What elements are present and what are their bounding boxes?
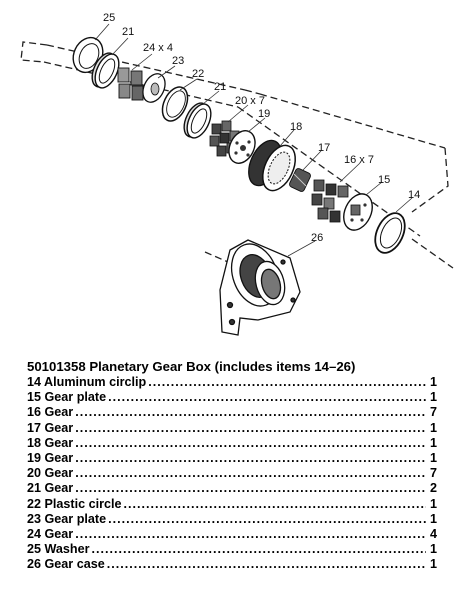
part-label: 21 Gear xyxy=(27,481,74,496)
part-17-gear xyxy=(289,168,311,192)
leader-lines xyxy=(94,23,413,257)
leader-dots xyxy=(148,375,426,390)
part-label: 26 Gear case xyxy=(27,557,105,572)
part-qty: 1 xyxy=(429,390,437,405)
leader-dots xyxy=(107,557,426,572)
part-label: 19 Gear xyxy=(27,451,74,466)
part-16-gears xyxy=(311,179,349,223)
callout-21: 21 xyxy=(122,26,134,38)
part-row: 22 Plastic circle 1 xyxy=(27,497,437,512)
part-label: 16 Gear xyxy=(27,405,74,420)
part-26-gear-case xyxy=(219,239,301,336)
part-qty: 1 xyxy=(429,557,437,572)
part-label: 17 Gear xyxy=(27,420,74,435)
callout-26: 26 xyxy=(311,232,323,244)
callout-25: 25 xyxy=(103,12,115,24)
callout-22: 22 xyxy=(192,68,204,80)
leader-dots xyxy=(92,542,426,557)
exploded-parts-diagram: 25 21 24 x 4 23 22 21 20 x 7 19 18 17 16… xyxy=(20,12,454,336)
leader-dots xyxy=(75,436,426,451)
part-label: 22 Plastic circle xyxy=(27,496,122,511)
leader-dots xyxy=(108,512,426,527)
callout-18: 18 xyxy=(290,121,302,133)
parts-list-rows: 14 Aluminum circlip 1 15 Gear plate 1 16 G… xyxy=(27,375,437,573)
part-19-gear xyxy=(228,130,256,164)
parts-list: 50101358 Planetary Gear Box (includes it… xyxy=(27,359,437,573)
callout-23: 23 xyxy=(172,55,184,67)
part-23-gear-plate xyxy=(142,73,166,103)
part-row: 16 Gear 7 xyxy=(27,405,437,420)
leader-dots xyxy=(75,481,426,496)
part-24-gears xyxy=(117,67,144,101)
part-row: 17 Gear 1 xyxy=(27,421,437,436)
part-qty: 4 xyxy=(429,527,437,542)
part-qty: 7 xyxy=(429,466,437,481)
part-14-aluminum-circlip xyxy=(374,212,406,254)
leader-dots xyxy=(75,451,426,466)
callout-24: 24 x 4 xyxy=(143,42,173,54)
part-label: 23 Gear plate xyxy=(27,511,107,526)
part-row: 21 Gear 2 xyxy=(27,481,437,496)
callout-21-second: 21 xyxy=(214,81,226,93)
leader-dots xyxy=(75,405,426,420)
part-row: 26 Gear case 1 xyxy=(27,557,437,572)
callout-14: 14 xyxy=(408,189,420,201)
part-21-gear-ring xyxy=(91,52,120,89)
leader-dots xyxy=(124,497,426,512)
part-label: 15 Gear plate xyxy=(27,390,107,405)
callout-15: 15 xyxy=(378,174,390,186)
part-21-gear-ring-2 xyxy=(183,102,212,139)
parts-list-title: 50101358 Planetary Gear Box (includes it… xyxy=(27,359,356,374)
part-15-gear-plate xyxy=(343,193,373,231)
part-qty: 1 xyxy=(429,420,437,435)
part-qty: 1 xyxy=(429,451,437,466)
part-row: 25 Washer 1 xyxy=(27,542,437,557)
part-qty: 1 xyxy=(429,542,437,557)
part-row: 20 Gear 7 xyxy=(27,466,437,481)
callout-20: 20 x 7 xyxy=(235,95,265,107)
part-label: 20 Gear xyxy=(27,466,74,481)
part-qty: 1 xyxy=(429,435,437,450)
part-qty: 1 xyxy=(429,511,437,526)
part-qty: 1 xyxy=(429,375,437,389)
part-row: 14 Aluminum circlip 1 xyxy=(27,375,437,390)
part-row: 24 Gear 4 xyxy=(27,527,437,542)
callout-16: 16 x 7 xyxy=(344,154,374,166)
part-qty: 7 xyxy=(429,405,437,420)
part-label: 24 Gear xyxy=(27,527,74,542)
part-label: 14 Aluminum circlip xyxy=(27,375,147,389)
leader-dots xyxy=(108,390,426,405)
part-row: 19 Gear 1 xyxy=(27,451,437,466)
leader-dots xyxy=(75,527,426,542)
part-18-gear xyxy=(248,139,296,192)
part-label: 18 Gear xyxy=(27,435,74,450)
part-row: 23 Gear plate 1 xyxy=(27,512,437,527)
callout-19: 19 xyxy=(258,108,270,120)
leader-dots xyxy=(75,466,426,481)
part-22-plastic-circle xyxy=(161,86,189,122)
leader-dots xyxy=(75,421,426,436)
part-qty: 1 xyxy=(429,496,437,511)
part-qty: 2 xyxy=(429,481,437,496)
part-label: 25 Washer xyxy=(27,542,90,557)
part-row: 18 Gear 1 xyxy=(27,436,437,451)
part-row: 15 Gear plate 1 xyxy=(27,390,437,405)
callout-17: 17 xyxy=(318,142,330,154)
